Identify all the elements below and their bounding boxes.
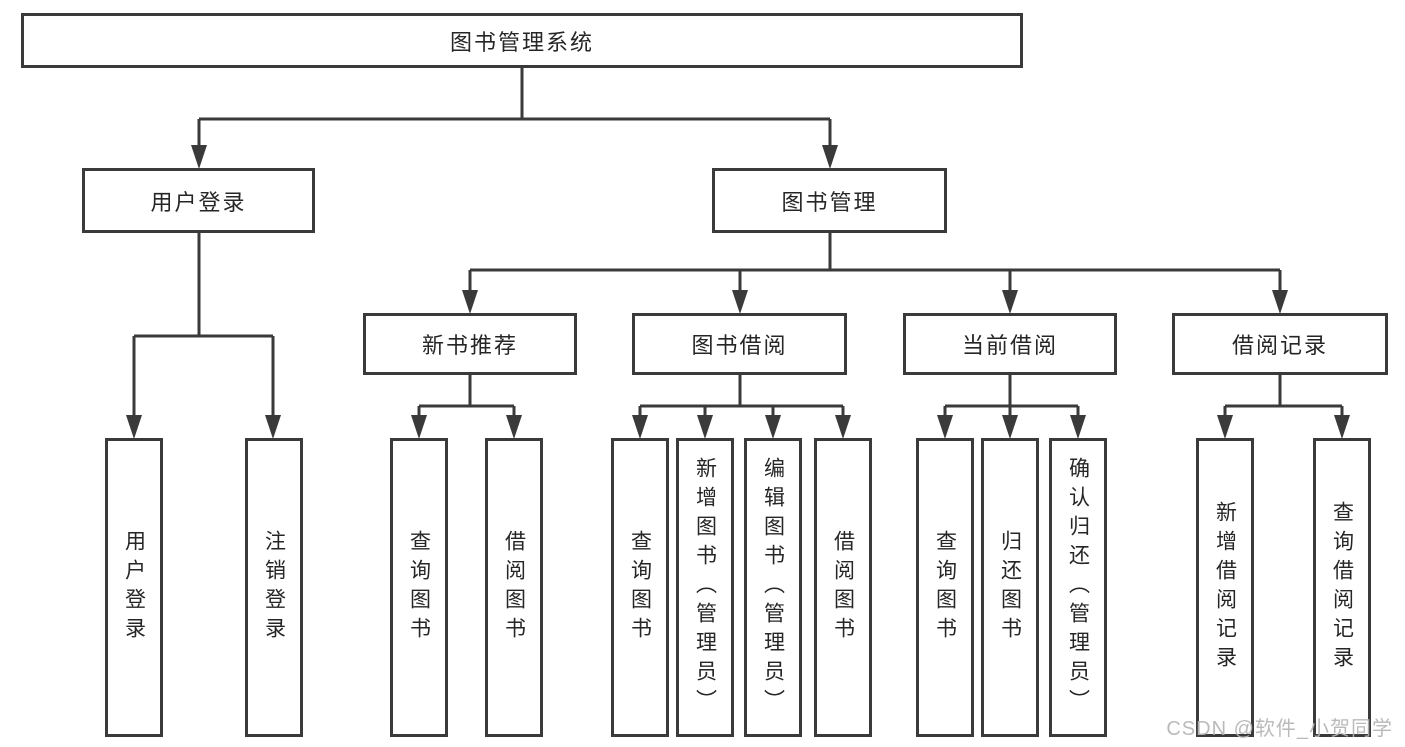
arrowhead xyxy=(1070,415,1086,439)
connector-current-borrow xyxy=(943,375,1080,416)
leaf-cb-confirm-return-admin-label: 确认归还（管理员） xyxy=(1066,457,1090,718)
arrowhead xyxy=(697,415,713,439)
node-root-system-label: 图书管理系统 xyxy=(449,29,594,55)
node-borrow-records-label: 借阅记录 xyxy=(1231,333,1328,358)
connector-root xyxy=(197,68,832,146)
leaf-cb-query-books-label: 查询图书 xyxy=(933,529,957,646)
connector-user-login xyxy=(132,233,275,416)
leaf-nb-query-books: 查询图书 xyxy=(390,438,448,737)
arrowhead xyxy=(1217,415,1233,439)
node-user-login-label: 用户登录 xyxy=(150,189,247,215)
node-current-borrow-label: 当前借阅 xyxy=(961,333,1058,358)
leaf-bb-add-books-admin: 新增图书（管理员） xyxy=(676,438,734,737)
leaf-bb-query-books-label: 查询图书 xyxy=(628,529,652,646)
node-new-book-recommend-label: 新书推荐 xyxy=(421,333,518,358)
node-borrow-records: 借阅记录 xyxy=(1172,313,1388,375)
arrowhead xyxy=(191,145,207,169)
connector-book-borrow xyxy=(638,375,845,416)
leaf-bb-borrow-books-label: 借阅图书 xyxy=(831,529,855,646)
arrowhead xyxy=(506,415,522,439)
connector-book-mgmt xyxy=(468,233,1282,291)
arrowhead xyxy=(835,415,851,439)
leaf-br-add-record: 新增借阅记录 xyxy=(1196,438,1254,737)
node-book-borrow: 图书借阅 xyxy=(632,313,847,375)
arrowhead xyxy=(765,415,781,439)
node-book-management-label: 图书管理 xyxy=(781,189,878,215)
arrowhead xyxy=(632,415,648,439)
arrowheads xyxy=(126,145,1350,439)
leaf-logout: 注销登录 xyxy=(245,438,303,737)
leaf-nb-borrow-books: 借阅图书 xyxy=(485,438,543,737)
leaf-bb-edit-books-admin: 编辑图书（管理员） xyxy=(744,438,802,737)
csdn-watermark: CSDN @软件_小贺同学 xyxy=(1166,718,1393,740)
arrowhead xyxy=(1272,290,1288,314)
leaf-br-add-record-label: 新增借阅记录 xyxy=(1213,500,1237,675)
arrowhead xyxy=(126,415,142,439)
node-root-system: 图书管理系统 xyxy=(21,13,1023,68)
node-current-borrow: 当前借阅 xyxy=(903,313,1117,375)
node-user-login: 用户登录 xyxy=(82,168,315,233)
leaf-bb-query-books: 查询图书 xyxy=(611,438,669,737)
connector-new-books xyxy=(417,375,516,416)
leaf-logout-label: 注销登录 xyxy=(262,529,286,646)
leaf-br-query-record: 查询借阅记录 xyxy=(1313,438,1371,737)
arrowhead xyxy=(462,290,478,314)
leaf-nb-query-books-label: 查询图书 xyxy=(407,529,431,646)
leaf-cb-confirm-return-admin: 确认归还（管理员） xyxy=(1049,438,1107,737)
arrowhead xyxy=(822,145,838,169)
leaf-cb-query-books: 查询图书 xyxy=(916,438,974,737)
connector-borrow-records xyxy=(1223,375,1344,416)
node-book-management: 图书管理 xyxy=(712,168,947,233)
leaf-cb-return-books-label: 归还图书 xyxy=(998,529,1022,646)
arrowhead xyxy=(937,415,953,439)
leaf-bb-edit-books-admin-label: 编辑图书（管理员） xyxy=(761,457,785,718)
arrowhead xyxy=(1002,290,1018,314)
arrowhead xyxy=(265,415,281,439)
leaf-cb-return-books: 归还图书 xyxy=(981,438,1039,737)
node-new-book-recommend: 新书推荐 xyxy=(363,313,577,375)
leaf-bb-borrow-books: 借阅图书 xyxy=(814,438,872,737)
leaf-user-login: 用户登录 xyxy=(105,438,163,737)
leaf-user-login-label: 用户登录 xyxy=(122,529,146,646)
leaf-nb-borrow-books-label: 借阅图书 xyxy=(502,529,526,646)
arrowhead xyxy=(411,415,427,439)
node-book-borrow-label: 图书借阅 xyxy=(691,333,788,358)
leaf-bb-add-books-admin-label: 新增图书（管理员） xyxy=(693,457,717,718)
arrowhead xyxy=(1334,415,1350,439)
arrowhead xyxy=(1002,415,1018,439)
leaf-br-query-record-label: 查询借阅记录 xyxy=(1330,500,1354,675)
arrowhead xyxy=(732,290,748,314)
